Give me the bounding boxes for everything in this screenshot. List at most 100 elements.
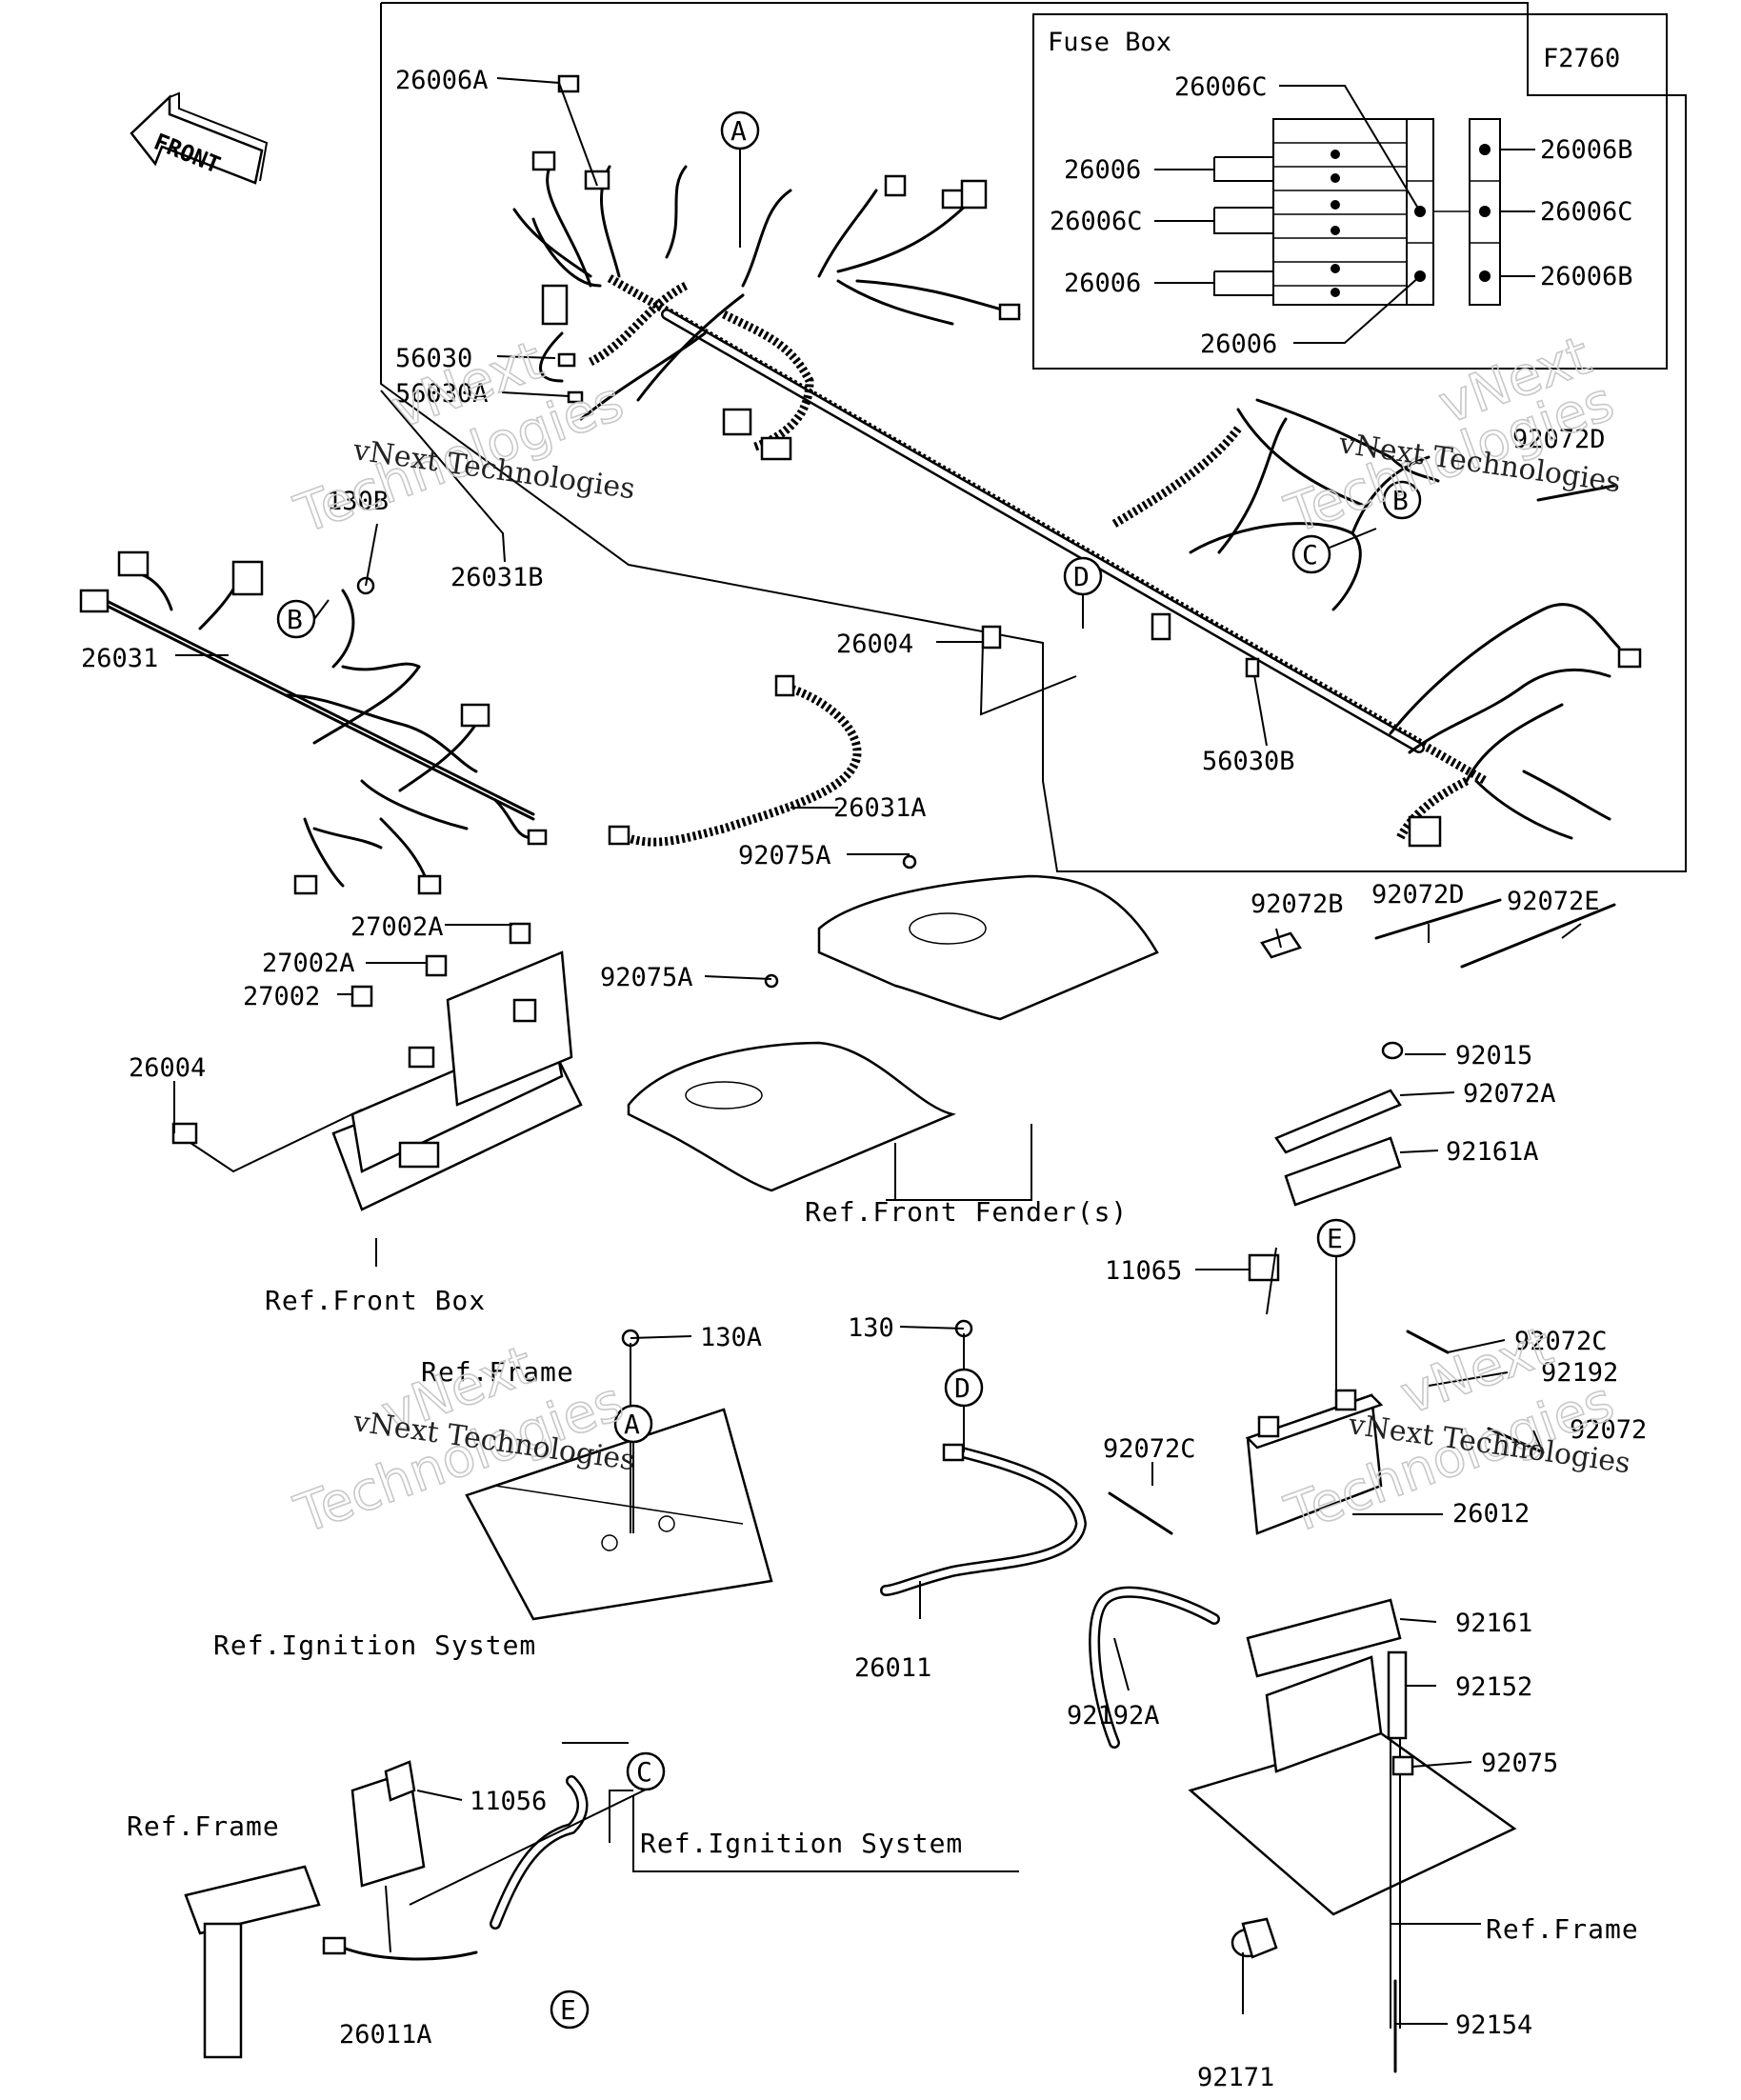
label-130: 130 (848, 1313, 894, 1343)
part-92161 (1246, 1598, 1402, 1678)
front-fenders (627, 874, 1159, 1192)
label-92075A-1: 92075A (738, 841, 831, 870)
label-92072B: 92072B (1251, 890, 1344, 919)
battery-tray (1188, 1655, 1517, 2029)
part-92072 (1487, 1427, 1545, 1454)
main-harness-frame (380, 2, 1687, 872)
label-92015: 92015 (1455, 1041, 1532, 1070)
ref-frame-left: Ref.Frame (127, 1810, 280, 1842)
fuse-box-title: Fuse Box (1048, 28, 1171, 57)
part-92072A (1274, 1089, 1402, 1154)
fuse-label-26006-b: 26006 (1064, 269, 1141, 298)
callout-b-right: B (1392, 485, 1409, 516)
label-92072: 92072 (1570, 1415, 1647, 1445)
part-labels: 26006A 56030 56030A 130B 26031B 26031 26… (81, 66, 1647, 2092)
diagram-code: F2760 (1543, 44, 1620, 73)
label-130A: 130A (700, 1323, 762, 1352)
part-92072C (1406, 1330, 1450, 1354)
fuse-label-26006B-top: 26006B (1540, 135, 1633, 165)
label-92192: 92192 (1541, 1358, 1618, 1388)
ref-front-fenders: Ref.Front Fender(s) (805, 1196, 1128, 1228)
callout-c-bottom: C (636, 1756, 652, 1788)
callout-e-bottom: E (560, 1994, 576, 2026)
ref-frame-right: Ref.Frame (1486, 1913, 1639, 1945)
label-92072E: 92072E (1507, 887, 1600, 916)
label-92154: 92154 (1455, 2010, 1532, 2040)
part-56030 (557, 352, 576, 368)
label-92161: 92161 (1455, 1609, 1532, 1638)
label-92171: 92171 (1197, 2063, 1274, 2092)
chassis-wiring-harness (79, 550, 548, 895)
label-92192A: 92192A (1067, 1701, 1160, 1730)
fuse-label-26006-a: 26006 (1064, 155, 1141, 185)
part-92072C-2 (1108, 1491, 1173, 1535)
ref-ignition-system-right: Ref.Ignition System (640, 1828, 963, 1859)
part-11056 (384, 1760, 416, 1802)
part-26004 (981, 625, 1002, 650)
label-26011: 26011 (854, 1653, 931, 1683)
label-26004: 26004 (836, 630, 913, 659)
part-92015 (1381, 1041, 1404, 1060)
battery-cables (322, 1443, 1220, 1961)
label-27002: 27002 (243, 982, 320, 1011)
part-92072D (1374, 898, 1502, 940)
part-92072D-top (1536, 484, 1616, 502)
label-26012: 26012 (1452, 1499, 1530, 1529)
label-26011A: 26011A (339, 2020, 432, 2050)
callout-a-top: A (730, 115, 747, 147)
label-56030A: 56030A (395, 379, 489, 409)
reference-labels: Ref.Front Fender(s) Ref.Front Box Ref.Fr… (127, 1196, 1639, 1945)
label-92075A-2: 92075A (600, 963, 693, 992)
label-92075: 92075 (1481, 1749, 1558, 1778)
callout-a-bottom: A (624, 1409, 640, 1440)
label-26004-left: 26004 (129, 1053, 206, 1083)
label-92152: 92152 (1455, 1672, 1532, 1702)
part-92161A (1284, 1136, 1402, 1207)
fuse-label-26006C-right: 26006C (1540, 197, 1633, 227)
label-26031B: 26031B (450, 563, 544, 592)
part-56030B (1245, 657, 1260, 678)
ref-frame-middle: Ref.Frame (421, 1356, 574, 1388)
label-56030B: 56030B (1202, 747, 1295, 776)
callout-d-top: D (1073, 561, 1090, 592)
front-box-bracket (171, 922, 583, 1211)
fuse-label-26006B-bottom: 26006B (1540, 262, 1633, 291)
sub-harness-26031A (608, 674, 862, 847)
label-92072C-2: 92072C (1103, 1434, 1196, 1464)
label-92072D: 92072D (1371, 880, 1465, 910)
label-92072A: 92072A (1463, 1079, 1556, 1109)
label-130B: 130B (327, 487, 389, 516)
label-92161A: 92161A (1446, 1137, 1539, 1167)
callout-b-left: B (287, 604, 303, 635)
label-27002A-top: 27002A (350, 912, 444, 942)
circle-callouts: A A B B C C D D E E (276, 110, 1422, 2030)
part-56030A (567, 390, 584, 404)
fuse-label-26006-c: 26006 (1200, 330, 1277, 359)
part-92075 (1391, 1755, 1414, 1776)
callout-d-bottom: D (954, 1372, 971, 1404)
battery (1245, 1389, 1384, 1535)
fuse-box-panel: Fuse Box (1032, 13, 1668, 370)
label-11065: 11065 (1105, 1256, 1182, 1286)
fuse-label-26006C-left: 26006C (1050, 207, 1143, 236)
fuse-label-26006C-top: 26006C (1174, 72, 1268, 102)
ref-front-box: Ref.Front Box (265, 1285, 486, 1316)
part-92152 (1387, 1650, 1408, 1740)
part-92171 (1241, 1917, 1278, 1959)
label-92072D-top: 92072D (1512, 425, 1606, 454)
callout-c-top: C (1302, 539, 1318, 570)
callout-e-top: E (1327, 1223, 1343, 1254)
left-frame-bracket (184, 1770, 426, 2059)
main-wiring-harness (512, 150, 1642, 848)
label-26031A: 26031A (833, 793, 927, 823)
small-parts (356, 74, 1616, 2073)
label-26006A: 26006A (395, 66, 489, 95)
part-92075A-2 (764, 973, 779, 989)
label-92072C: 92072C (1514, 1327, 1608, 1356)
label-26031: 26031 (81, 644, 158, 673)
label-27002A: 27002A (262, 949, 355, 978)
label-11056: 11056 (470, 1787, 547, 1816)
part-92072E (1460, 903, 1616, 969)
label-56030: 56030 (395, 344, 472, 373)
